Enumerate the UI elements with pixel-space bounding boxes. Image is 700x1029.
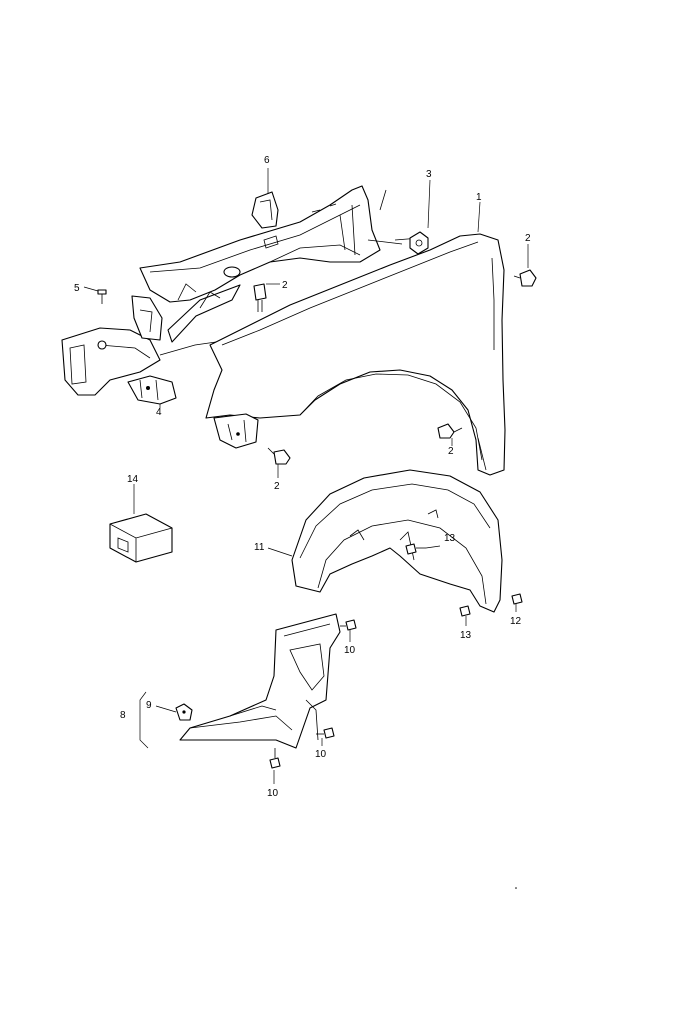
side-member-bracket [61,295,163,396]
callout-6: 6 [264,155,270,166]
part-1-front-fender [205,233,506,476]
part-11-fender-liner [291,469,503,613]
part-9-clip [175,703,193,721]
callout-13-upper: 13 [444,533,456,544]
callout-9: 9 [146,700,152,711]
stray-dot [515,887,517,889]
callout-2-bottom: 2 [274,481,280,492]
part-10-screw-top [340,619,357,631]
callout-5: 5 [74,283,80,294]
part-14-pad [109,513,173,563]
fender-lower-bracket [213,413,259,449]
part-13-screw-lower [459,605,471,617]
part-3-nut [409,231,429,255]
part-12-clip [511,593,523,605]
callout-labels: 6 3 1 2 2 5 4 2 2 14 11 13 13 12 10 9 8 … [74,155,531,799]
callout-14: 14 [127,474,139,485]
callout-2-mid: 2 [282,280,288,291]
part-2-bolt-top-right [513,269,537,287]
callout-4: 4 [156,407,162,418]
callout-1: 1 [476,192,482,203]
part-2-bolt-arch [437,423,463,439]
part-2-bolt-bottom [267,447,291,465]
part-8-splash-guard [179,613,341,749]
callout-10-top: 10 [344,645,356,656]
callout-10-mid: 10 [315,749,327,760]
callout-11: 11 [254,542,265,553]
part-5-screw [97,289,107,304]
callout-8: 8 [120,710,126,721]
callout-3: 3 [426,169,432,180]
part-13-screw-upper [405,543,426,555]
part-10-screw-bottom [269,748,281,769]
callout-13-lower: 13 [460,630,472,641]
callout-12: 12 [510,616,522,627]
leader-lines [83,168,529,784]
part-4-bracket [127,375,177,405]
callout-2-arch: 2 [448,446,454,457]
part-2-bolt-mid [253,283,267,312]
part-10-screw-mid [316,727,335,739]
callout-10-bottom: 10 [267,788,279,799]
part-6-clip [251,191,279,229]
callout-2-top-right: 2 [525,233,531,244]
